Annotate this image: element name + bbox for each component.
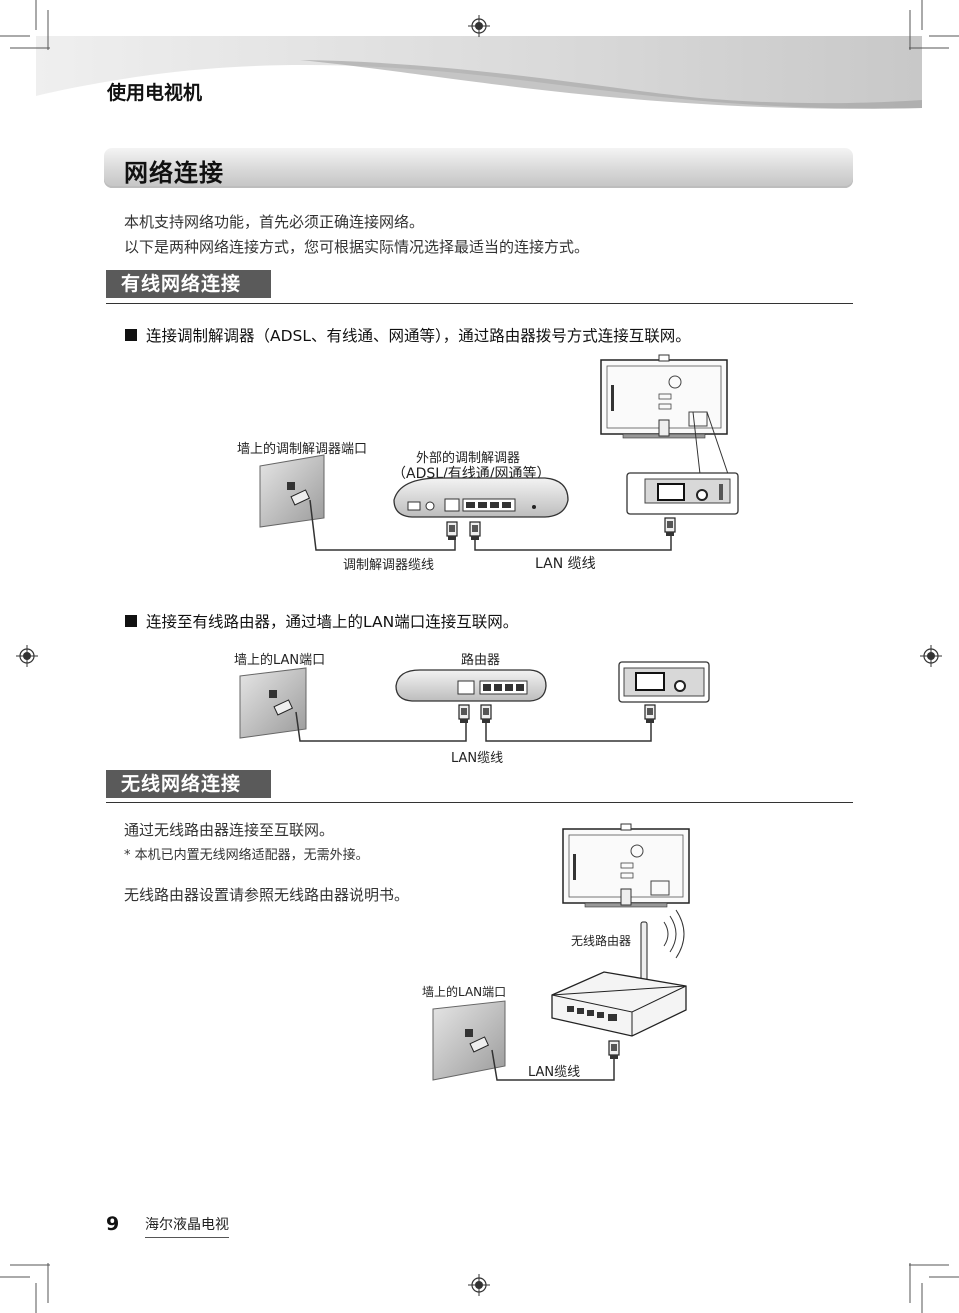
bullet-router: 连接至有线路由器，通过墙上的LAN端口连接互联网。: [125, 610, 518, 632]
label-wall-lan-port-3: 墙上的LAN端口: [422, 985, 507, 999]
label-modem-cable: 调制解调器缆线: [343, 558, 435, 573]
page-title-bar: [104, 148, 853, 188]
page-title: 网络连接: [124, 159, 224, 187]
label-wireless-router: 无线路由器: [571, 934, 632, 948]
wireless-line-2: 无线路由器设置请参照无线路由器说明书。: [124, 886, 410, 904]
bullet-square-icon: [125, 615, 137, 627]
crop-marks-bottom: [0, 1263, 959, 1313]
wireless-diagram: [432, 823, 690, 1081]
registration-mark-right: [920, 645, 942, 667]
header-decoration: [0, 0, 959, 109]
bullet-router-text: 连接至有线路由器，通过墙上的LAN端口连接互联网。: [146, 613, 519, 631]
registration-mark-bottom: [468, 1274, 490, 1296]
label-wall-lan-port: 墙上的LAN端口: [234, 653, 326, 668]
wireless-note: * 本机已内置无线网络适配器，无需外接。: [124, 848, 369, 863]
bullet-modem-text: 连接调制解调器（ADSL、有线通、网通等），通过路由器拨号方式连接互联网。: [146, 327, 691, 345]
router-diagram: [239, 661, 710, 742]
modem-diagram: [259, 354, 739, 551]
chapter-title: 使用电视机: [107, 82, 203, 104]
intro-line-2: 以下是两种网络连接方式，您可根据实际情况选择最适当的连接方式。: [124, 238, 590, 256]
label-router: 路由器: [461, 653, 501, 668]
bullet-modem: 连接调制解调器（ADSL、有线通、网通等），通过路由器拨号方式连接互联网。: [125, 324, 691, 346]
label-lan-cable: LAN 缆线: [535, 556, 596, 572]
label-external-modem: 外部的调制解调器: [416, 451, 521, 466]
section-heading-wireless: 无线网络连接: [106, 770, 271, 798]
label-lan-cable-3: LAN缆线: [528, 1065, 581, 1080]
wireless-line-1: 通过无线路由器连接至互联网。: [124, 821, 335, 839]
page-number: 9: [106, 1213, 120, 1235]
bullet-square-icon: [125, 329, 137, 341]
intro-line-1: 本机支持网络功能，首先必须正确连接网络。: [124, 213, 425, 231]
label-wall-modem-port: 墙上的调制解调器端口: [237, 442, 368, 457]
registration-mark-left: [16, 645, 38, 667]
section-divider: [106, 303, 853, 304]
label-lan-cable-2: LAN缆线: [451, 751, 504, 766]
section-heading-wired: 有线网络连接: [106, 270, 271, 298]
footer-brand: 海尔液晶电视: [145, 1214, 229, 1238]
section-divider: [106, 802, 853, 803]
